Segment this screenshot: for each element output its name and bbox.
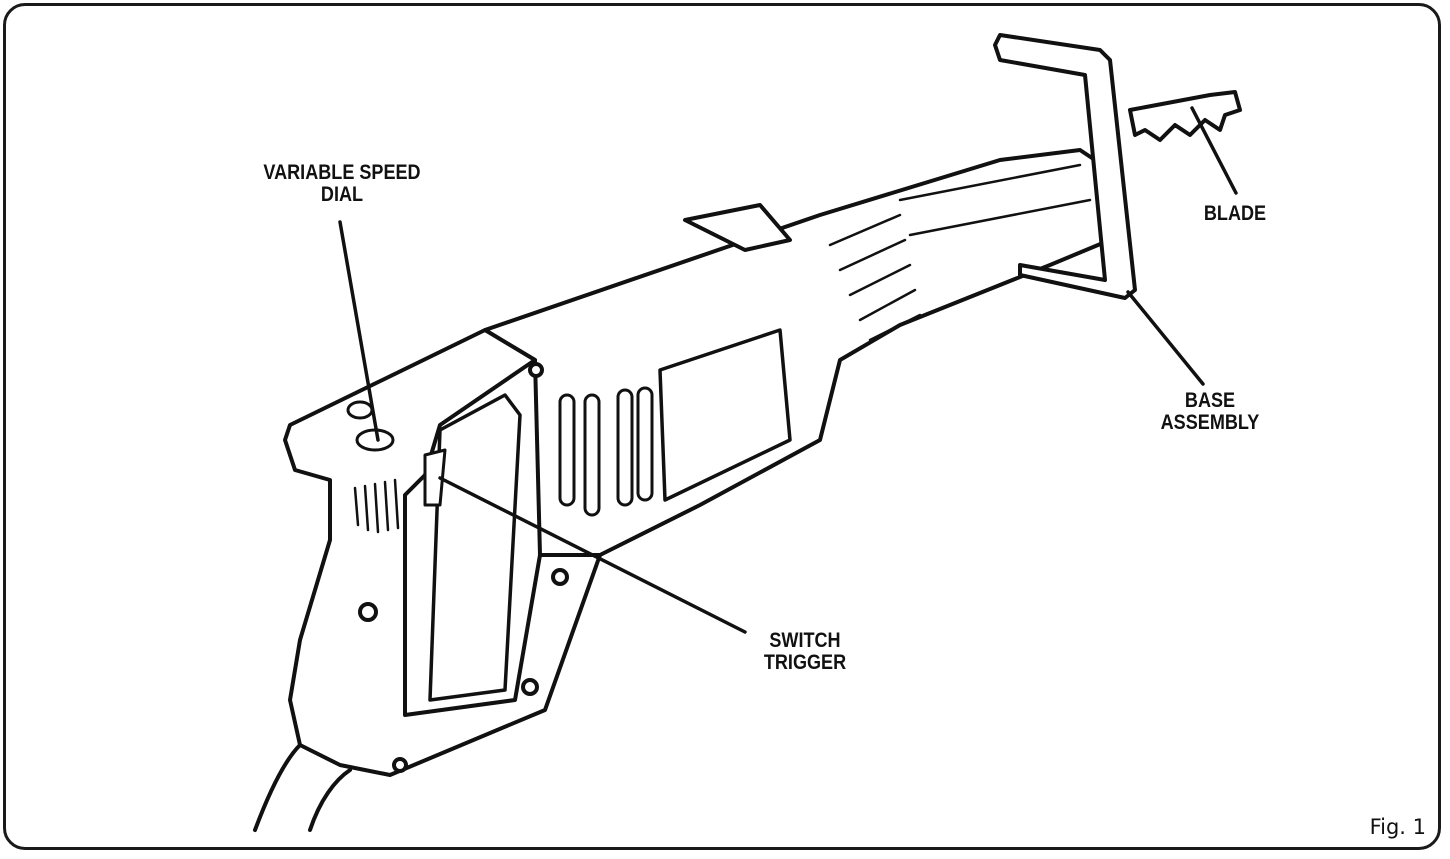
leader-blade [1190,106,1238,195]
base-assembly-label: BASE ASSEMBLY [1150,390,1270,434]
blade-line-1: BLADE [1203,202,1267,225]
blade-label: BLADE [1183,203,1286,225]
figure-label: Fig. 1 [1369,815,1426,839]
power-cord [253,743,352,832]
variable-speed-dial-knob [355,428,395,452]
base-assembly [993,33,1137,300]
base-assembly-line-2: ASSEMBLY [1160,411,1260,434]
switch-trigger-label: SWITCH TRIGGER [753,630,856,674]
blade [1128,90,1242,142]
variable-speed-dial-line-2: DIAL [320,183,364,206]
leader-switch-trigger [438,476,747,634]
base-assembly-line-1: BASE [1184,389,1236,412]
variable-speed-dial-line-1: VARIABLE SPEED [263,161,421,184]
figure-frame [3,3,1441,850]
switch-trigger-line-1: SWITCH [769,629,841,652]
leader-base-assembly [1126,290,1205,386]
variable-speed-dial-label: VARIABLE SPEED DIAL [239,162,445,206]
leader-variable-speed-dial [338,220,380,442]
switch-trigger [423,448,447,507]
switch-trigger-line-2: TRIGGER [763,651,847,674]
saw-body [483,148,1112,557]
